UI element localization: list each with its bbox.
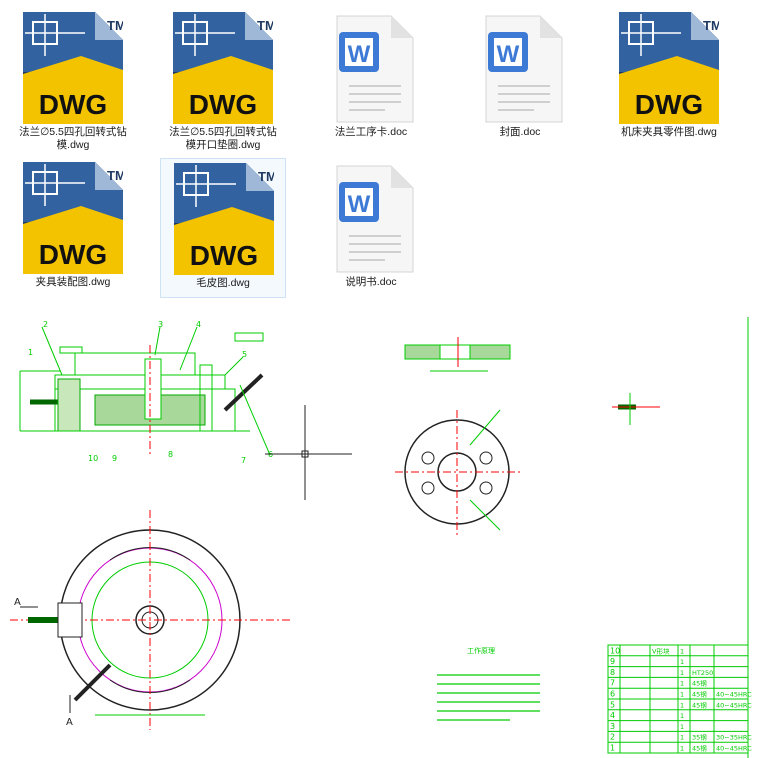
file-item[interactable]: DWG TM 夹具装配图.dwg bbox=[10, 158, 136, 298]
dwg-file-icon: DWG TM bbox=[174, 163, 274, 275]
word-letter: W bbox=[497, 41, 520, 68]
cad-drawing-preview: 1 2 3 4 5 6 7 8 9 10 bbox=[0, 315, 759, 758]
title-block-cell: 5 bbox=[610, 700, 615, 709]
flange-top-view bbox=[395, 409, 520, 535]
balloon-label: 1 bbox=[28, 348, 33, 357]
title-block-cell: 2 bbox=[610, 733, 615, 742]
balloon-label: 7 bbox=[241, 456, 246, 465]
title-block-cell: 1 bbox=[680, 723, 684, 731]
dwg-badge-text: DWG bbox=[635, 89, 703, 120]
title-block-cell: 1 bbox=[680, 712, 684, 720]
balloon-label: 9 bbox=[112, 454, 117, 463]
dwg-file-icon: DWG TM bbox=[619, 12, 719, 124]
file-item[interactable]: DWG TM 法兰∅5.5四孔回转式钻模开口垫圈.dwg bbox=[160, 8, 286, 151]
title-block-cell: 45钢 bbox=[692, 745, 707, 753]
crosshair bbox=[265, 405, 352, 500]
title-block-cell: 10 bbox=[610, 646, 620, 655]
word-doc-icon: W bbox=[321, 162, 421, 274]
balloon-label: 3 bbox=[158, 320, 163, 329]
file-item[interactable]: DWG TM 法兰∅5.5四孔回转式钻模.dwg bbox=[10, 8, 136, 151]
file-item[interactable]: DWG TM 毛皮图.dwg bbox=[160, 158, 286, 298]
file-item[interactable]: W 法兰工序卡.doc bbox=[308, 8, 434, 148]
title-block-cell: 8 bbox=[610, 668, 615, 677]
title-block-cell: 1 bbox=[680, 680, 684, 688]
small-part-view bbox=[612, 393, 660, 425]
file-name-label: 夹具装配图.dwg bbox=[35, 276, 111, 288]
balloon-label: 10 bbox=[88, 454, 98, 463]
section-mark-label: A bbox=[14, 597, 21, 608]
title-block-cell: 45钢 bbox=[692, 680, 707, 688]
tm-mark: TM bbox=[258, 169, 274, 184]
cad-drawing-canvas: 1 2 3 4 5 6 7 8 9 10 bbox=[10, 317, 752, 758]
file-name-label: 法兰∅5.5四孔回转式钻模开口垫圈.dwg bbox=[169, 126, 277, 151]
assembly-front-view bbox=[19, 326, 271, 456]
title-block-cell: 1 bbox=[680, 745, 684, 753]
title-block-cell: 3 bbox=[610, 722, 615, 731]
title-block-cell: 1 bbox=[680, 647, 684, 655]
section-mark-label: A bbox=[66, 717, 73, 728]
fixture-top-view bbox=[10, 510, 290, 730]
word-doc-icon: W bbox=[470, 12, 570, 124]
word-letter: W bbox=[348, 41, 371, 68]
tm-mark: TM bbox=[703, 18, 719, 33]
tm-mark: TM bbox=[107, 18, 123, 33]
tm-mark: TM bbox=[107, 168, 123, 183]
dwg-file-icon: DWG TM bbox=[23, 12, 123, 124]
title-block-cell: V形块 bbox=[652, 646, 670, 655]
dwg-badge-text: DWG bbox=[39, 239, 107, 270]
title-block-cell: 35钢 bbox=[692, 734, 707, 742]
file-name-label: 说明书.doc bbox=[345, 276, 397, 288]
title-block-cell: 1 bbox=[680, 734, 684, 742]
title-block-cell: 4 bbox=[610, 711, 615, 720]
dwg-badge-text: DWG bbox=[189, 89, 257, 120]
file-name-label: 机床夹具零件图.dwg bbox=[621, 126, 717, 138]
title-block-cell: 9 bbox=[610, 657, 615, 666]
title-block-cell: 45钢 bbox=[692, 691, 707, 699]
file-name-label: 法兰工序卡.doc bbox=[334, 126, 408, 138]
title-block-cell: 30~35HRC bbox=[716, 734, 752, 742]
technical-notes: 工作原理 bbox=[437, 646, 540, 721]
title-block-cell: 1 bbox=[680, 691, 684, 699]
title-block-cell: 1 bbox=[680, 658, 684, 666]
title-block-cell: 45钢 bbox=[692, 701, 707, 709]
dwg-file-icon: DWG TM bbox=[23, 162, 123, 274]
title-block-cell: 1 bbox=[680, 701, 684, 709]
title-block-cell: 6 bbox=[610, 690, 615, 699]
balloon-label: 4 bbox=[196, 320, 201, 329]
file-explorer-view: DWG TM 法兰∅5.5四孔回转式钻模.dwg DWG TM 法兰∅5.5四孔… bbox=[10, 8, 750, 308]
title-block-cell: HT250 bbox=[692, 669, 713, 677]
file-name-label: 毛皮图.dwg bbox=[196, 277, 250, 289]
title-block-cell: 40~45HRC bbox=[716, 745, 752, 753]
title-block-cell: 40~45HRC bbox=[716, 701, 752, 709]
dwg-file-icon: DWG TM bbox=[173, 12, 273, 124]
word-letter: W bbox=[348, 191, 371, 218]
flange-side-view bbox=[404, 337, 511, 372]
file-item[interactable]: W 说明书.doc bbox=[308, 158, 434, 298]
title-block-cell: 7 bbox=[610, 679, 615, 688]
dwg-badge-text: DWG bbox=[190, 240, 258, 271]
title-block-cell: 1 bbox=[610, 744, 615, 753]
word-doc-icon: W bbox=[321, 12, 421, 124]
balloon-label: 2 bbox=[43, 320, 48, 329]
balloon-label: 5 bbox=[242, 350, 247, 359]
title-block-cell: 1 bbox=[680, 669, 684, 677]
dwg-badge-text: DWG bbox=[39, 89, 107, 120]
balloon-label: 8 bbox=[168, 450, 173, 459]
file-item[interactable]: W 封面.doc bbox=[457, 8, 583, 148]
section-marks: A A bbox=[14, 597, 73, 728]
tm-mark: TM bbox=[257, 18, 273, 33]
file-item[interactable]: DWG TM 机床夹具零件图.dwg bbox=[606, 8, 732, 148]
notes-title: 工作原理 bbox=[467, 646, 495, 655]
file-name-label: 法兰∅5.5四孔回转式钻模.dwg bbox=[19, 126, 127, 151]
file-name-label: 封面.doc bbox=[499, 126, 541, 138]
title-block-cell: 40~45HRC bbox=[716, 691, 752, 699]
